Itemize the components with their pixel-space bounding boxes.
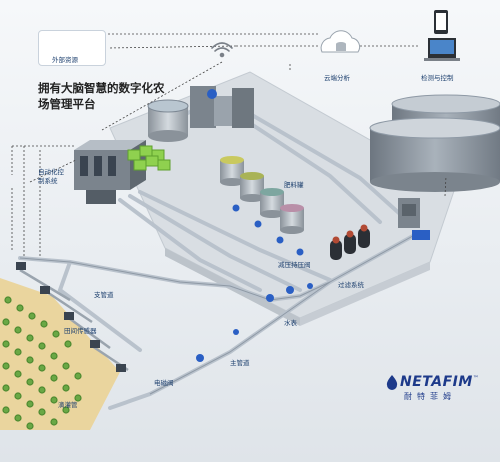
page-title: 拥有大脑智慧的数字化农场管理平台 — [38, 81, 165, 111]
water-meter-label: 水表 — [284, 319, 297, 327]
wifi-icon — [211, 42, 233, 58]
brand-name: NETAFIM — [400, 374, 473, 390]
phone-icon — [434, 10, 448, 34]
plant-rows — [2, 296, 82, 430]
branch-pipe-label: 支管道 — [94, 291, 114, 299]
monitor-control-label: 检测与控制 — [421, 74, 454, 82]
external-resources-box — [38, 30, 106, 66]
monitor-icon — [424, 38, 460, 61]
brand-tm: ™ — [472, 374, 479, 382]
solenoid-valves — [196, 204, 313, 362]
automation-label: 自动化控制系统 — [38, 168, 64, 185]
brand-logo: NETAFIM ™ 耐特菲姆 — [384, 374, 479, 402]
pump-station — [398, 198, 430, 240]
droplet-icon — [386, 375, 398, 390]
fertilizer-tanks — [220, 156, 304, 234]
cloud-analysis-label: 云端分析 — [324, 74, 350, 82]
field-valves — [16, 262, 126, 372]
brand-chinese: 耐特菲姆 — [404, 392, 456, 401]
drip-laterals — [19, 268, 129, 372]
solenoid-valve-label: 电磁阀 — [154, 379, 174, 387]
field-sensor-label: 田间传感器 — [64, 327, 97, 335]
water-tank-front — [369, 117, 500, 192]
fertilizer-bags — [127, 145, 171, 171]
filtration-label: 过滤系统 — [338, 281, 364, 289]
filter-units — [330, 224, 370, 260]
fertilizer-tank-label: 肥料罐 — [284, 181, 304, 189]
mixing-tank — [147, 99, 189, 142]
external-resources-label: 外部资源 — [52, 56, 78, 64]
drip-pipe-label: 滴灌管 — [58, 401, 78, 409]
dosing-machinery — [190, 86, 254, 128]
pressure-valve-label: 减压持压阀 — [278, 261, 311, 269]
cloud-icon — [320, 30, 361, 53]
main-pipe-label: 主管道 — [230, 359, 250, 367]
database-icon — [336, 42, 346, 51]
